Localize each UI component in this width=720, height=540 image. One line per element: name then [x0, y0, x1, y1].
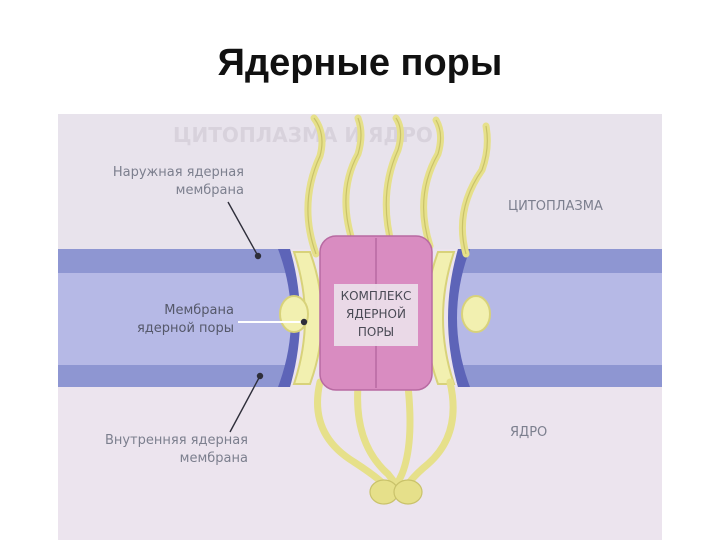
complex-label-line2: ЯДЕРНОЙ — [346, 306, 406, 321]
lumen-ring-right — [461, 295, 491, 333]
outer-membrane-label-line2: мембрана — [176, 183, 244, 198]
pointer-pore-membrane-dot — [300, 318, 308, 326]
pore-membrane-label-line2: ядерной поры — [137, 321, 234, 336]
slide-title: Ядерные поры — [217, 42, 503, 84]
outer-membrane-label-line1: Наружная ядерная — [113, 165, 244, 180]
pore-membrane-right — [448, 249, 470, 387]
basket-ring — [369, 479, 423, 505]
inner-membrane-label-line1: Внутренняя ядерная — [105, 433, 248, 448]
complex-label-line1: КОМПЛЕКС — [341, 289, 412, 303]
cytoplasm-label: ЦИТОПЛАЗМА — [508, 199, 603, 214]
complex-label-line3: ПОРЫ — [358, 325, 394, 339]
lumen-ring-left — [279, 295, 309, 333]
pointer-outer-membrane — [227, 201, 259, 257]
faded-heading: ЦИТОПЛАЗМА И ЯДРО — [173, 123, 433, 147]
pore-complex-core — [319, 235, 433, 391]
diagram-canvas: ЦИТОПЛАЗМА И ЯДРО — [58, 114, 662, 540]
pointer-lines — [227, 201, 308, 433]
pointer-outer-membrane-dot — [254, 252, 262, 260]
pore-membrane-left — [278, 249, 300, 387]
cytoplasmic-filament-outlines — [307, 117, 488, 255]
pore-membrane-label-line1: Мембрана — [164, 303, 234, 318]
nucleus-label: ЯДРО — [510, 425, 547, 440]
pointer-inner-membrane-dot — [256, 372, 264, 380]
pointer-inner-membrane — [229, 375, 261, 433]
inner-membrane-label-line2: мембрана — [180, 451, 248, 466]
nuclear-pore-diagram: ЦИТОПЛАЗМА И ЯДРО — [58, 114, 662, 540]
